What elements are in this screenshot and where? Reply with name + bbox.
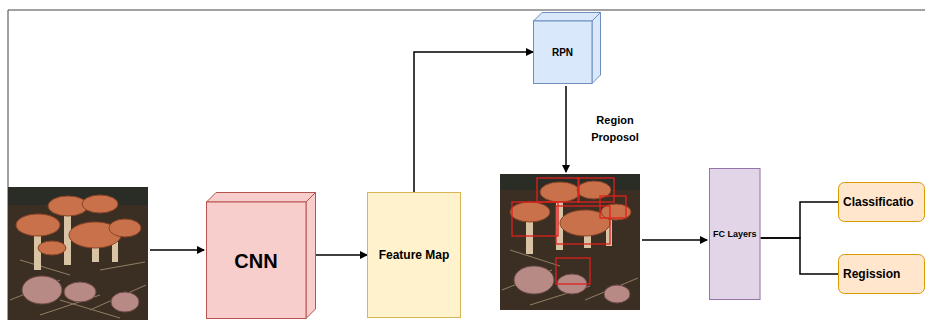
arrow-label: Region Proposol [584, 112, 646, 145]
box-face: Classificatio [838, 182, 925, 222]
box-face: FC Layers [709, 168, 761, 300]
connector [761, 238, 838, 274]
box-label: Feature Map [379, 248, 450, 262]
box-label: FC Layers [713, 229, 757, 240]
connector [414, 52, 533, 192]
box-face: RPN [533, 21, 592, 84]
proposal-photo [500, 174, 640, 310]
box-face: Feature Map [367, 192, 461, 318]
connector [316, 254, 367, 256]
cube-side [592, 13, 601, 84]
box-face: CNN [206, 202, 306, 319]
cnn-box: CNN [206, 192, 316, 319]
cube-top [534, 13, 601, 22]
box-border [839, 183, 925, 222]
box-label: RPN [552, 47, 573, 59]
box-label: Regission [843, 267, 900, 281]
proposal-to-fc-arrow [642, 239, 707, 241]
rpn-box: RPN [533, 12, 601, 84]
box-border [710, 169, 761, 300]
feature-map-box: Feature Map [367, 192, 461, 318]
input-arrow [150, 249, 204, 251]
output-box: Regission [838, 254, 925, 294]
frame-line [8, 10, 925, 11]
cube-front [207, 202, 307, 319]
box-label: Classificatio [843, 195, 914, 209]
connector [761, 202, 838, 238]
box-face: Regission [838, 254, 925, 294]
cube-top [207, 193, 316, 203]
input-photo [8, 187, 148, 320]
proposal-arrow [565, 86, 567, 172]
fc-layers-box: FC Layers [709, 168, 761, 300]
cube-front [534, 21, 593, 84]
box-label: CNN [234, 249, 277, 273]
box-border [368, 193, 461, 318]
box-border [839, 255, 925, 294]
output-box: Classificatio [838, 182, 925, 222]
cube-side [306, 193, 316, 319]
